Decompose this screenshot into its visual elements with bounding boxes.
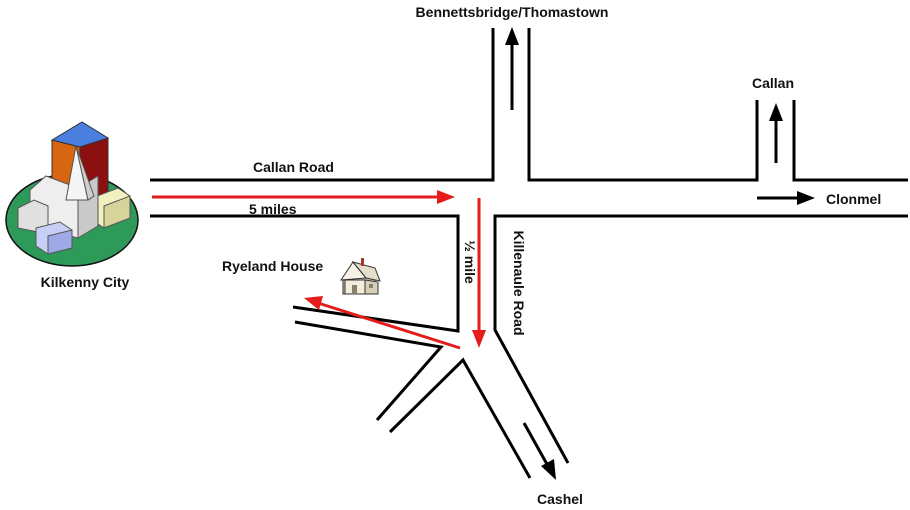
direction-arrows bbox=[505, 27, 815, 480]
label-5-miles: 5 miles bbox=[249, 201, 297, 217]
arrow-cashel-line bbox=[522, 422, 550, 467]
label-killenaule-road: Killenaule Road bbox=[511, 230, 527, 335]
route-ryeland-line bbox=[317, 301, 461, 350]
cashel-road-west-edge bbox=[388, 357, 532, 479]
label-bennettsbridge-thomastown: Bennettsbridge/Thomastown bbox=[416, 4, 609, 20]
callan-road-north-edge bbox=[150, 28, 495, 182]
label-callan-road: Callan Road bbox=[253, 159, 334, 175]
roads bbox=[150, 28, 908, 479]
ryeland-house-icon bbox=[340, 258, 381, 295]
route-arrows bbox=[152, 190, 486, 350]
route-killenaule-arrowhead bbox=[472, 330, 486, 348]
ryeland-road-south-edge bbox=[294, 320, 444, 421]
label-half-mile: ½ mile bbox=[462, 240, 478, 284]
kilkenny-city-icon bbox=[5, 121, 139, 267]
arrow-callan-head bbox=[769, 103, 783, 121]
callan-branch-east-edge bbox=[792, 100, 908, 182]
label-clonmel: Clonmel bbox=[826, 191, 881, 207]
label-cashel: Cashel bbox=[537, 491, 583, 507]
callan-road-south-edge bbox=[150, 214, 460, 333]
clonmel-road-south-edge bbox=[493, 214, 908, 464]
route-callan-road-arrowhead bbox=[437, 190, 455, 204]
arrow-clonmel-head bbox=[797, 191, 815, 205]
north-road-east-edge bbox=[527, 28, 759, 182]
arrow-north-head bbox=[505, 27, 519, 45]
label-kilkenny-city: Kilkenny City bbox=[41, 274, 130, 290]
arrow-cashel-head bbox=[541, 459, 556, 480]
label-callan: Callan bbox=[752, 75, 794, 91]
label-ryeland-house: Ryeland House bbox=[222, 258, 323, 274]
route-ryeland-arrowhead bbox=[304, 296, 323, 310]
